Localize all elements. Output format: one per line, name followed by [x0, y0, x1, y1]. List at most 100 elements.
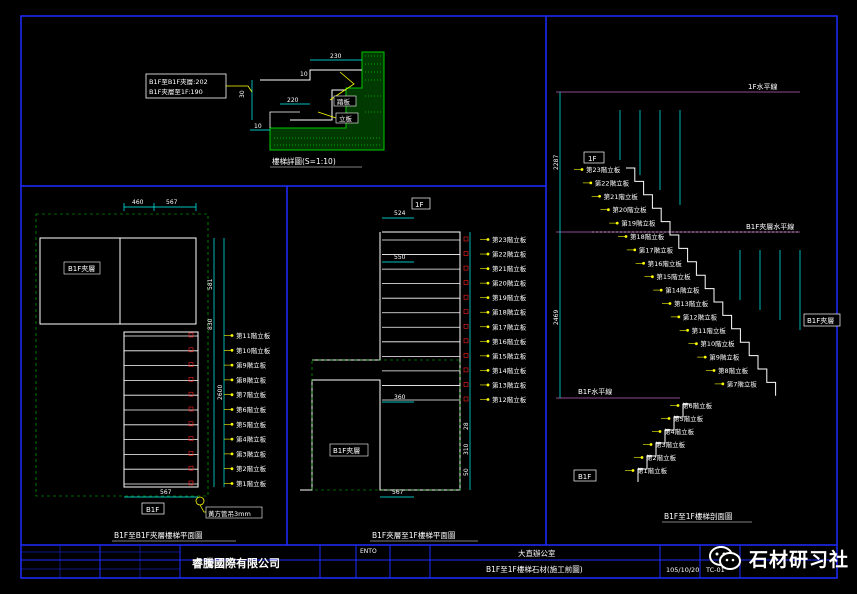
section-riser-upper-12: 第11階立板 [692, 326, 727, 335]
plan-mid-mezz-label: B1F夾層 [333, 447, 360, 455]
plan-mid-riser-10: 第13階立板 [492, 380, 527, 389]
section-level-1f-label: 1F水平線 [748, 82, 777, 91]
plan-left-side-dim-0: 581 [207, 278, 214, 290]
detail-dim-4: 30 [239, 90, 246, 98]
plan-left-step-mark [188, 377, 194, 382]
plan-mid-step-mark [463, 353, 469, 358]
plan-left-mezz-block [39, 237, 121, 325]
plan-left-step-mark [188, 465, 194, 471]
watermark-text: 石材研习社 [748, 548, 849, 571]
detail-callout-line-0: B1F至B1F夾層:202 [149, 78, 208, 86]
plan-left-step-mark [188, 480, 194, 486]
plan-mid-step-mark [463, 396, 469, 402]
plan-left-step-mark [188, 332, 194, 338]
plan-left-note: 黃方管吊3mm [208, 509, 251, 518]
plan-mid-riser-1: 第22階立板 [492, 250, 527, 259]
plan-mid-step-mark [463, 309, 469, 315]
plan-mid-riser-8: 第15階立板 [492, 351, 527, 360]
plan-mid-step-mark [463, 294, 469, 300]
plan-left-riser-3: 第8階立板 [236, 375, 267, 384]
plan-mid-step-mark [463, 280, 469, 285]
wechat-icon [708, 546, 741, 570]
section-riser-upper-15: 第8階立板 [718, 366, 749, 375]
detail-callout-line-1: B1F夾層至1F:190 [149, 88, 203, 96]
section-riser-upper-13: 第10階立板 [700, 339, 735, 348]
plan-left-riser-2: 第9階立板 [236, 361, 267, 370]
section-riser-upper-8: 第15階立板 [656, 272, 691, 281]
plan-mid-step-mark [463, 367, 469, 373]
section-risers: 第23階立板第22階立板第21階立板第20階立板第19階立板第18階立板第17階… [574, 165, 757, 475]
plan-left-risers: 第11階立板第10階立板第9階立板第8階立板第7階立板第6階立板第5階立板第4階… [224, 331, 271, 488]
plan-left-title: B1F至B1F夾層樓梯平面圖 [114, 530, 202, 540]
plan-mid-dim-2: 360 [394, 394, 406, 401]
plan-mid-step-mark [463, 236, 469, 242]
section-tag-mezz: B1F夾層 [807, 317, 834, 325]
plan-mid-riser-2: 第21階立板 [492, 264, 527, 273]
plan-mid-riser-3: 第20階立板 [492, 279, 527, 288]
plan-left-step-mark [188, 451, 194, 456]
detail-callout-box [145, 73, 227, 99]
plan-left-level-label: B1F [146, 506, 159, 514]
plan-mid: 1F B1F夾層 524 550 360 567 28 310 50 第23階立… [300, 197, 527, 542]
plan-mid-dim-5: 310 [463, 443, 470, 455]
plan-left-riser-9: 第2階立板 [236, 464, 267, 473]
plan-left-side-dim-1: 830 [207, 318, 214, 330]
section-riser-lower-4: 第2階立板 [646, 453, 677, 462]
plan-mid-dim-0: 524 [394, 210, 406, 217]
plan-left-riser-7: 第4階立板 [236, 435, 267, 444]
plan-mid-step-mark [463, 323, 469, 329]
title-block-sheet: TC-01 [705, 566, 725, 574]
section-riser-upper-3: 第20階立板 [612, 205, 647, 214]
section-riser-lower-3: 第3階立板 [655, 440, 686, 449]
plan-left-riser-4: 第7階立板 [236, 390, 267, 399]
section-riser-lower-0: 第6階立板 [682, 401, 713, 410]
drawing-frame [20, 15, 838, 579]
section-riser-lower-5: 第1階立板 [637, 466, 668, 475]
plan-left-step-mark [188, 391, 194, 397]
detail-dim-2: 10 [254, 123, 262, 130]
detail-dim-1: 220 [287, 97, 299, 104]
plan-mid-riser-7: 第16階立板 [492, 337, 527, 346]
section-riser-upper-2: 第21階立板 [604, 192, 639, 201]
section-riser-upper-5: 第18階立板 [630, 232, 665, 241]
section-riser-upper-16: 第7階立板 [727, 379, 758, 388]
title-block: 睿騰國際有限公司 ENTO 大直辦公室 B1F至1F樓梯石材(施工前圖) 105… [21, 545, 837, 578]
detail-dim-3: 10 [300, 71, 308, 78]
plan-left-riser-8: 第3階立板 [236, 449, 267, 458]
plan-mid-riser-11: 第12階立板 [492, 395, 527, 404]
plan-left-bottom-dim: 567 [160, 489, 172, 496]
section: 1F水平線 B1F夾層水平線 B1F水平線 2287 2469 1F B1F夾層… [553, 82, 841, 523]
plan-left-step-mark [188, 347, 194, 353]
title-block-drawing: B1F至1F樓梯石材(施工前圖) [486, 564, 583, 574]
plan-mid-riser-6: 第17階立板 [492, 322, 527, 331]
plan-mid-dim-6: 50 [463, 468, 470, 476]
plan-mid-step-mark [463, 382, 469, 387]
section-tag-b1f: B1F [578, 473, 591, 481]
watermark: 石材研习社 [707, 544, 849, 572]
title-block-scale-code: ENTO [360, 548, 377, 555]
plan-left-riser-0: 第11階立板 [236, 331, 271, 340]
plan-left-mezz-label: B1F夾層 [68, 265, 95, 273]
plan-left-step-mark [188, 421, 194, 427]
plan-left-side-dim-2: 2600 [217, 385, 224, 400]
section-riser-upper-14: 第9階立板 [709, 353, 740, 362]
plan-left-step-mark [188, 406, 194, 412]
section-lower-stairs [637, 403, 692, 482]
detail-dim-0: 230 [330, 53, 342, 60]
plan-mid-dim-4: 28 [463, 422, 470, 430]
section-riser-upper-10: 第13階立板 [674, 299, 709, 308]
plan-mid-step-mark [463, 251, 469, 256]
section-riser-upper-0: 第23階立板 [586, 165, 621, 174]
section-level-mezz-label: B1F夾層水平線 [746, 222, 794, 231]
plan-left: B1F夾層 460 567 567 581 830 2600 第11階立板第10… [35, 199, 271, 542]
section-riser-upper-11: 第12階立板 [683, 312, 718, 321]
title-block-date: 105/10/20 [666, 566, 699, 574]
section-dim-left-1: 2469 [553, 310, 560, 325]
plan-mid-riser-4: 第19階立板 [492, 293, 527, 302]
section-dim-left-0: 2287 [553, 155, 560, 170]
plan-left-step-mark [188, 436, 194, 441]
title-block-project: 大直辦公室 [518, 548, 556, 558]
plan-left-riser-6: 第5階立板 [236, 420, 267, 429]
section-riser-lower-1: 第5階立板 [673, 414, 704, 423]
